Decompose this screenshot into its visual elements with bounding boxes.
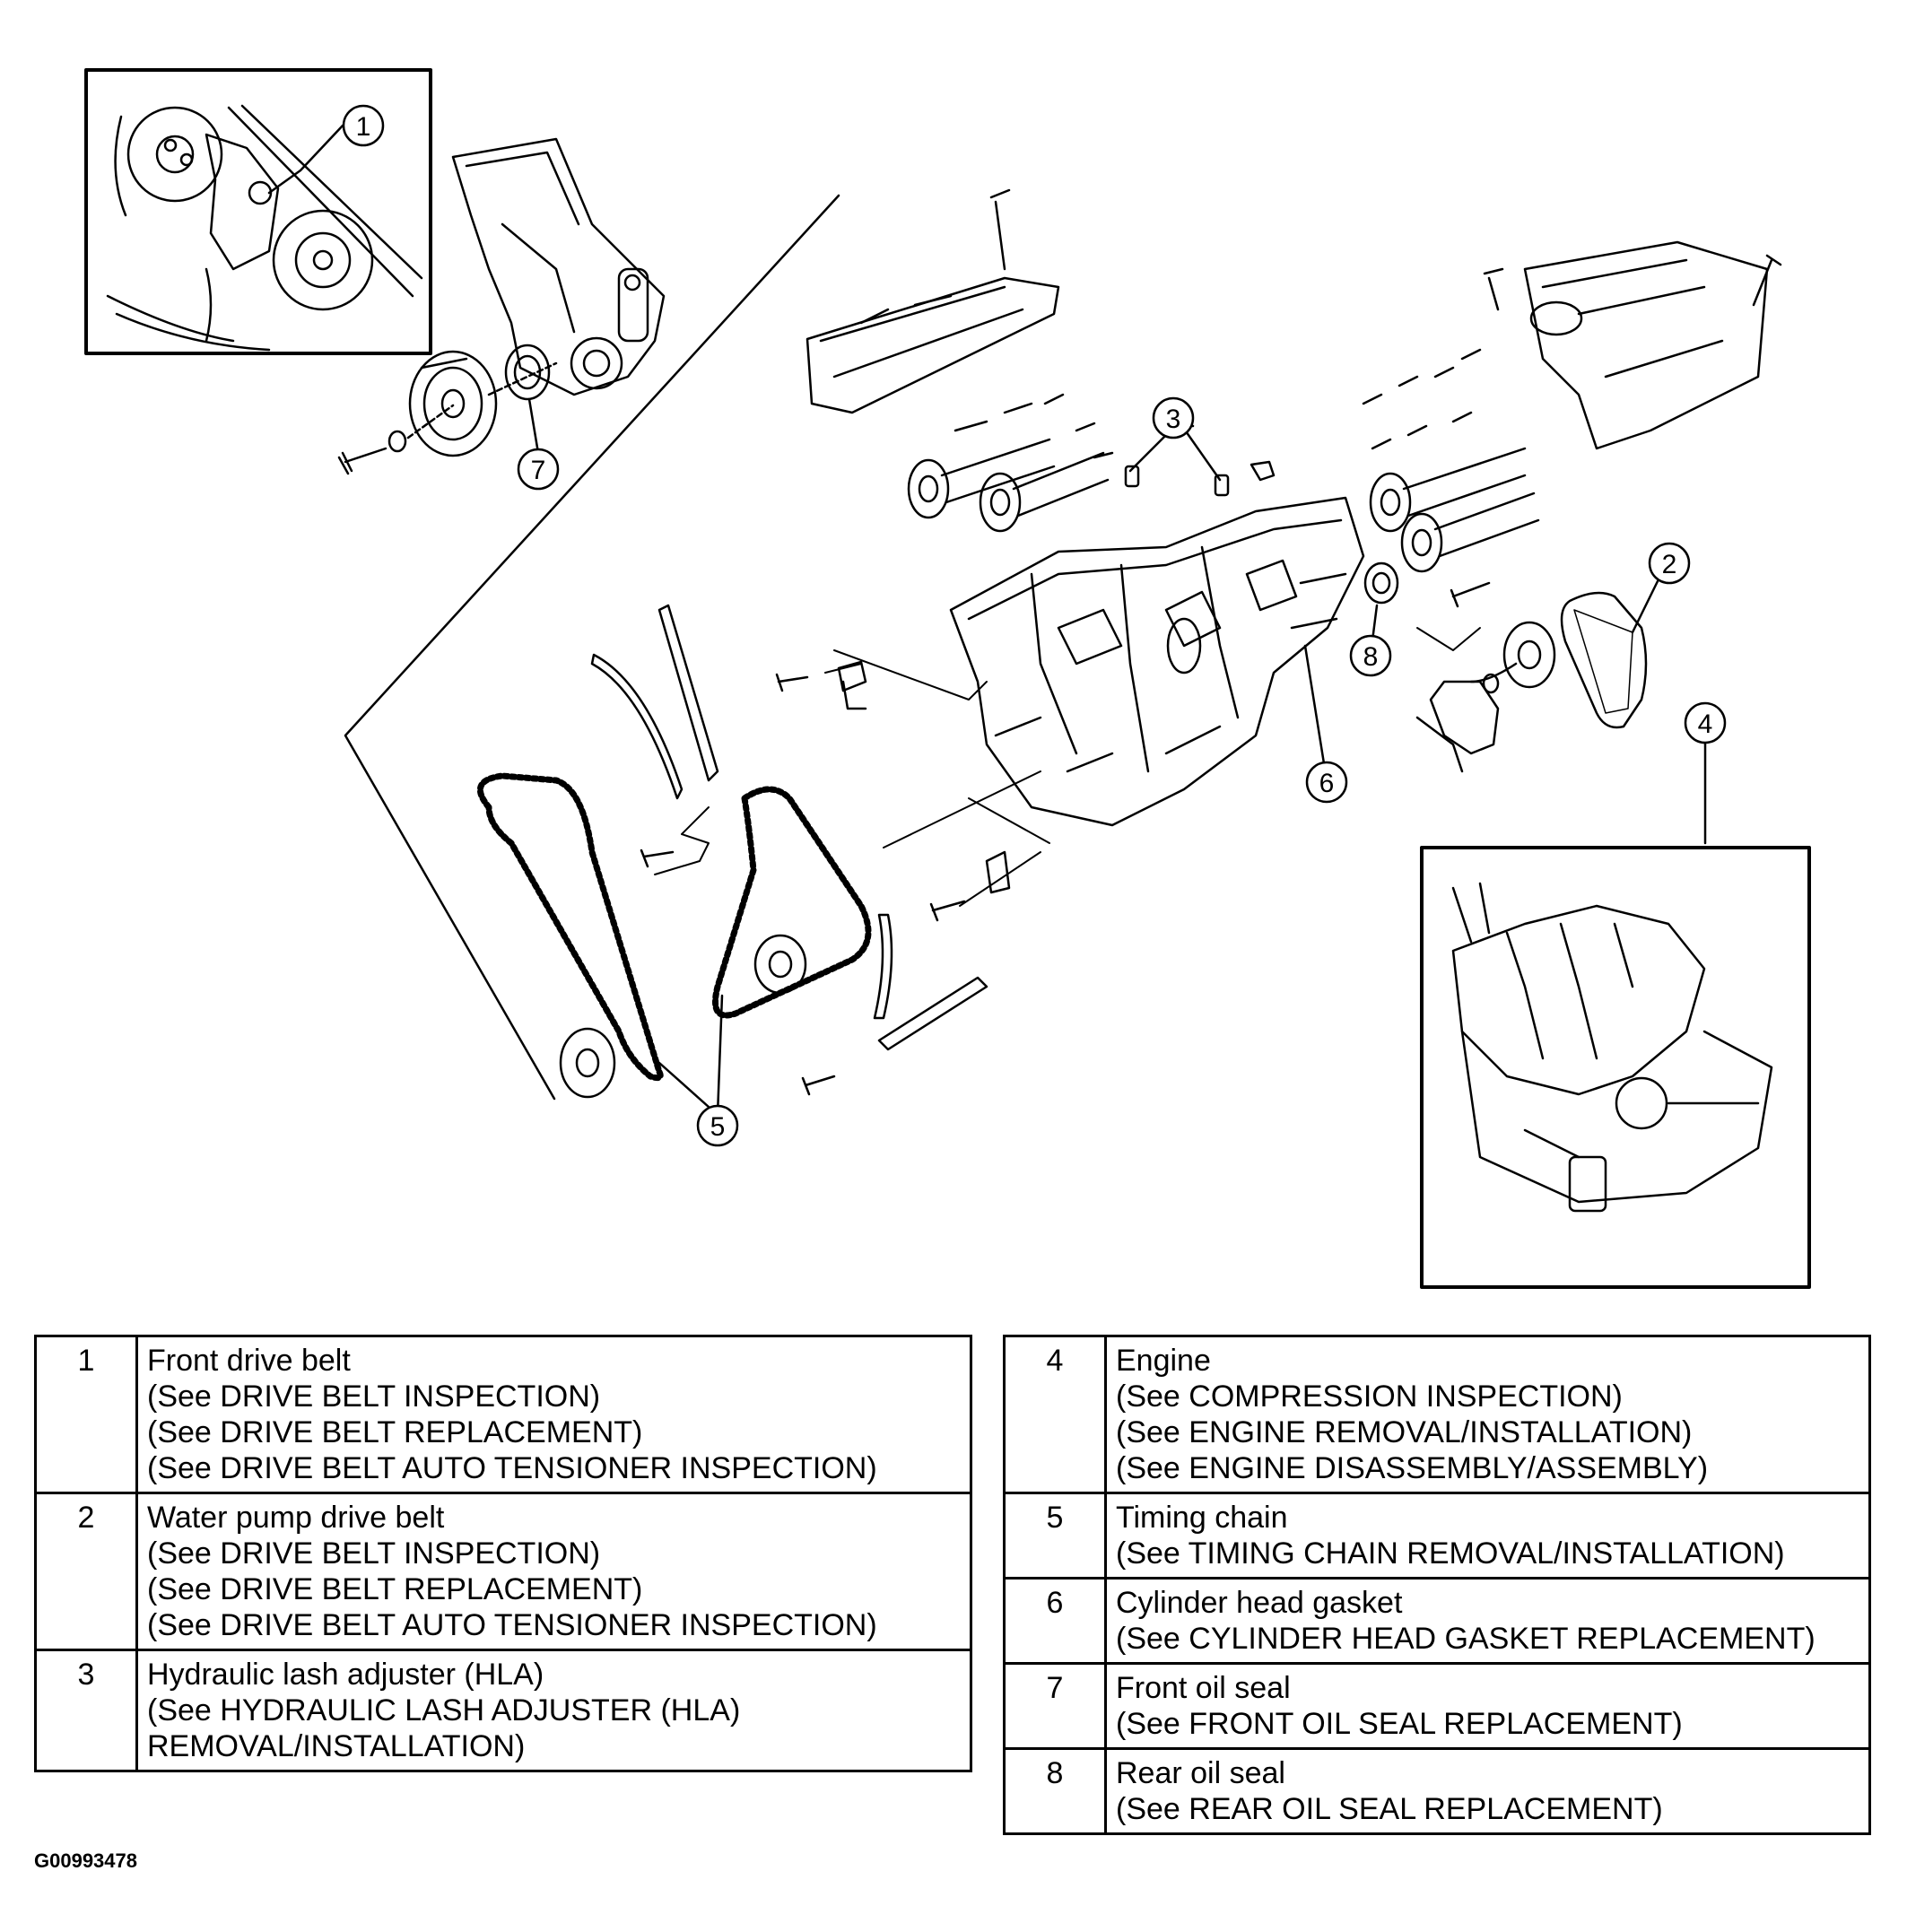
svg-text:3: 3: [1166, 405, 1181, 434]
legend-number: 5: [1003, 1492, 1107, 1580]
legend-line: Cylinder head gasket: [1116, 1586, 1403, 1620]
legend-line: (See DRIVE BELT REPLACEMENT): [147, 1572, 643, 1606]
callout-7: 7: [517, 448, 560, 491]
explode-frame-line: [344, 194, 840, 1101]
callout-6: 6: [1305, 761, 1348, 804]
crankshaft-pulley: [408, 350, 498, 457]
legend-number: 3: [34, 1649, 138, 1772]
legend-line: (See ENGINE DISASSEMBLY/ASSEMBLY): [1116, 1451, 1709, 1485]
svg-text:5: 5: [710, 1112, 726, 1142]
pulley-bolt: [337, 447, 387, 475]
exploded-engine-diagram: 1 2 3 4 5 6 7 8: [84, 68, 1811, 1289]
cylinder-block: [949, 496, 1365, 827]
legend-line: (See DRIVE BELT AUTO TENSIONER INSPECTIO…: [147, 1608, 877, 1642]
legend-line: Hydraulic lash adjuster (HLA): [147, 1658, 544, 1692]
legend-line: Front drive belt: [147, 1344, 351, 1378]
crankshaft-sprocket: [559, 1027, 616, 1099]
callout-1: 1: [342, 104, 385, 147]
idler-sprocket: [753, 934, 807, 995]
legend-number: 6: [1003, 1577, 1107, 1665]
callout-5: 5: [696, 1104, 739, 1147]
left-cylinder-head-cover: [805, 188, 1060, 414]
bolt: [640, 849, 675, 868]
legend-line: REMOVAL/INSTALLATION): [147, 1729, 526, 1763]
svg-text:4: 4: [1698, 709, 1713, 739]
legend-line: (See DRIVE BELT INSPECTION): [147, 1379, 601, 1414]
timing-chains: [477, 772, 872, 1082]
legend-line: Rear oil seal: [1116, 1756, 1285, 1790]
legend-description: Front oil seal(See FRONT OIL SEAL REPLAC…: [1104, 1662, 1871, 1750]
bolt: [775, 673, 809, 692]
legend-line: (See COMPRESSION INSPECTION): [1116, 1379, 1623, 1414]
legend-number: 8: [1003, 1747, 1107, 1835]
hydraulic-lash-adjusters: [1124, 427, 1276, 497]
legend-description: Timing chain(See TIMING CHAIN REMOVAL/IN…: [1104, 1492, 1871, 1580]
figure-id: G00993478: [34, 1849, 137, 1872]
legend-line: (See DRIVE BELT REPLACEMENT): [147, 1415, 643, 1449]
right-cylinder-head-cover: [1483, 240, 1782, 450]
callout-4: 4: [1684, 701, 1727, 744]
callout-2: 2: [1648, 542, 1691, 585]
left-camshafts: [907, 393, 1114, 533]
front-oil-seal: [504, 344, 551, 401]
rear-oil-seal: [1363, 561, 1399, 605]
legend-description: Water pump drive belt(See DRIVE BELT INS…: [135, 1492, 972, 1651]
svg-text:1: 1: [356, 112, 371, 142]
bolt: [1450, 581, 1491, 608]
svg-text:8: 8: [1363, 642, 1379, 672]
legend-line: (See ENGINE REMOVAL/INSTALLATION): [1116, 1415, 1693, 1449]
engine-front-cover: [451, 137, 666, 396]
legend-number: 2: [34, 1492, 138, 1651]
water-pump-housing: [1415, 680, 1500, 773]
legend-line: (See CYLINDER HEAD GASKET REPLACEMENT): [1116, 1622, 1816, 1656]
water-pump-drive-belt: [1560, 591, 1648, 729]
right-camshafts: [1362, 348, 1540, 573]
legend-line: (See HYDRAULIC LASH ADJUSTER (HLA): [147, 1693, 741, 1727]
callout-3: 3: [1152, 396, 1195, 439]
legend-line: (See DRIVE BELT INSPECTION): [147, 1536, 601, 1571]
legend-description: Hydraulic lash adjuster (HLA)(See HYDRAU…: [135, 1649, 972, 1772]
bolt: [929, 900, 966, 922]
water-pump-pulley: [1469, 621, 1556, 694]
legend-line: (See REAR OIL SEAL REPLACEMENT): [1116, 1792, 1663, 1826]
svg-text:6: 6: [1319, 769, 1335, 798]
legend-number: 1: [34, 1335, 138, 1494]
legend-description: Front drive belt(See DRIVE BELT INSPECTI…: [135, 1335, 972, 1494]
legend-description: Engine(See COMPRESSION INSPECTION)(See E…: [1104, 1335, 1871, 1494]
legend-line: Timing chain: [1116, 1501, 1288, 1535]
inset-engine: [1420, 846, 1811, 1289]
legend-line: Front oil seal: [1116, 1671, 1291, 1705]
svg-text:2: 2: [1662, 550, 1677, 579]
washer: [387, 430, 407, 453]
callout-8: 8: [1349, 634, 1392, 677]
legend-line: (See TIMING CHAIN REMOVAL/INSTALLATION): [1116, 1536, 1785, 1571]
bolt: [801, 1075, 836, 1096]
inset-front-drive-belt: [84, 68, 432, 355]
legend-number: 4: [1003, 1335, 1107, 1494]
legend-line: Water pump drive belt: [147, 1501, 445, 1535]
legend-line: (See DRIVE BELT AUTO TENSIONER INSPECTIO…: [147, 1451, 877, 1485]
bolt: [837, 660, 867, 692]
svg-text:7: 7: [531, 456, 546, 485]
legend-line: (See FRONT OIL SEAL REPLACEMENT): [1116, 1707, 1683, 1741]
legend-number: 7: [1003, 1662, 1107, 1750]
timing-chain-guides: [590, 604, 1011, 1051]
legend-description: Cylinder head gasket(See CYLINDER HEAD G…: [1104, 1577, 1871, 1665]
legend-line: Engine: [1116, 1344, 1211, 1378]
legend-description: Rear oil seal(See REAR OIL SEAL REPLACEM…: [1104, 1747, 1871, 1835]
